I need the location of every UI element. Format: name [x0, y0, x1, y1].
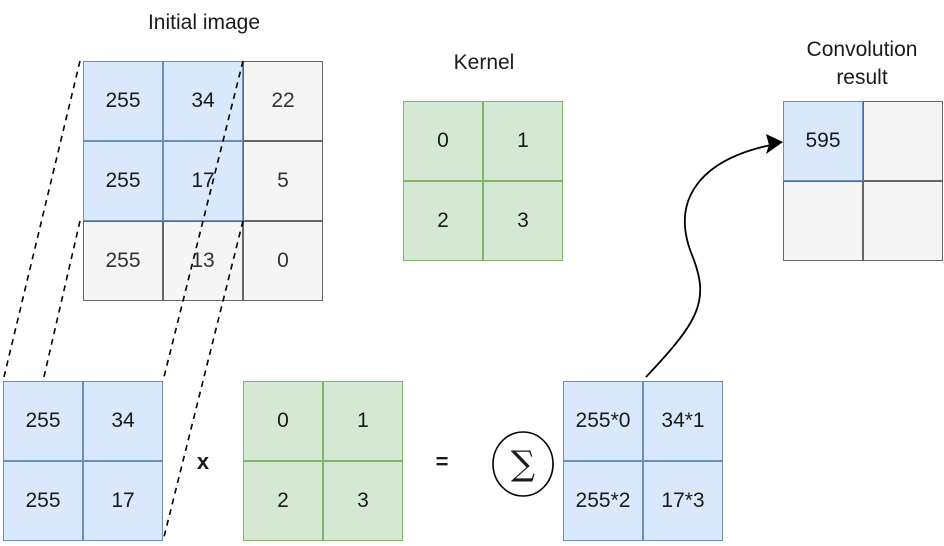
kernel-copy-cell: 2 — [243, 461, 323, 541]
result-cell — [863, 181, 943, 261]
initial-cell: 13 — [163, 221, 243, 301]
patch-cell: 255 — [3, 381, 83, 461]
products-grid: 255*0 34*1 255*2 17*3 — [563, 381, 723, 541]
projection-line-left-bottom — [42, 220, 81, 382]
product-cell: 34*1 — [643, 381, 723, 461]
product-cell: 17*3 — [643, 461, 723, 541]
product-cell: 255*0 — [563, 381, 643, 461]
result-grid: 595 — [783, 101, 943, 261]
kernel-cell: 2 — [403, 181, 483, 261]
result-arrow-path — [645, 144, 772, 378]
result-cell — [783, 181, 863, 261]
patch-cell: 17 — [83, 461, 163, 541]
convolution-result-title-line2: result — [836, 66, 888, 89]
equals-operator: = — [435, 449, 449, 474]
kernel-copy-cell: 3 — [323, 461, 403, 541]
initial-cell: 17 — [163, 141, 243, 221]
initial-image-grid: 255 34 22 255 17 5 255 13 0 — [83, 61, 323, 301]
kernel-cell: 3 — [483, 181, 563, 261]
kernel-copy-cell: 0 — [243, 381, 323, 461]
initial-cell: 255 — [83, 61, 163, 141]
convolution-result-title-line1: Convolution — [806, 38, 918, 61]
kernel-cell: 1 — [483, 101, 563, 181]
multiply-operator: x — [196, 449, 210, 474]
kernel-title: Kernel — [453, 51, 515, 74]
initial-image-title: Initial image — [147, 11, 261, 34]
result-cell — [863, 101, 943, 181]
patch-grid: 255 34 255 17 — [3, 381, 163, 541]
sum-icon: ∑ — [510, 444, 536, 484]
product-cell: 255*2 — [563, 461, 643, 541]
result-cell: 595 — [783, 101, 863, 181]
initial-cell: 255 — [83, 221, 163, 301]
patch-cell: 255 — [3, 461, 83, 541]
kernel-grid: 0 1 2 3 — [403, 101, 563, 261]
initial-cell: 0 — [243, 221, 323, 301]
initial-cell: 5 — [243, 141, 323, 221]
projection-line-left-top — [2, 60, 81, 382]
arrow-head-icon — [766, 134, 783, 154]
initial-cell: 34 — [163, 61, 243, 141]
initial-cell: 255 — [83, 141, 163, 221]
kernel-copy-cell: 1 — [323, 381, 403, 461]
kernel-copy-grid: 0 1 2 3 — [243, 381, 403, 541]
patch-cell: 34 — [83, 381, 163, 461]
initial-cell: 22 — [243, 61, 323, 141]
kernel-cell: 0 — [403, 101, 483, 181]
